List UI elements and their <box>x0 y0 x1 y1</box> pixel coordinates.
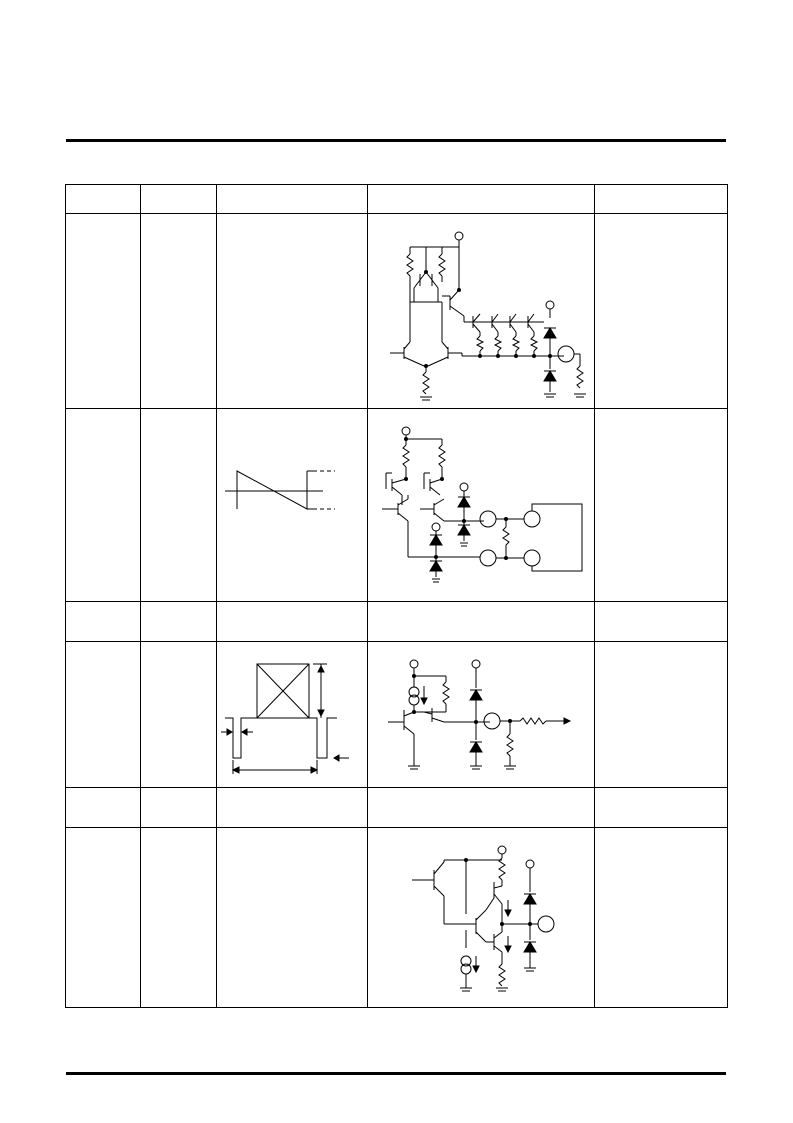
circuit-diagram-pulse-output <box>388 659 572 770</box>
bottom-rule <box>66 1072 726 1075</box>
sawtooth-waveform <box>225 470 335 510</box>
header-description <box>594 184 728 214</box>
table-row <box>65 408 728 602</box>
pin-number-cell <box>65 787 141 828</box>
table-row <box>65 213 728 409</box>
description-cell <box>594 601 728 642</box>
pin-number-cell <box>65 408 141 602</box>
circuit-cell <box>367 787 595 828</box>
table-row <box>65 641 728 788</box>
circuit-cell <box>367 827 595 1008</box>
pulse-waveform <box>221 663 349 774</box>
header-waveform <box>216 184 368 214</box>
waveform-cell <box>216 827 368 1008</box>
waveform-cell <box>216 408 368 602</box>
circuit-cell <box>367 408 595 602</box>
description-cell <box>594 641 728 788</box>
pin-name-cell <box>140 787 217 828</box>
waveform-cell <box>216 641 368 788</box>
pin-number-cell <box>65 641 141 788</box>
description-cell <box>594 213 728 409</box>
pin-description-table <box>65 184 728 1008</box>
table-row <box>65 787 728 828</box>
circuit-cell <box>367 213 595 409</box>
circuit-diagram-push-pull-output <box>412 845 555 992</box>
pin-number-cell <box>65 213 141 409</box>
pin-name-cell <box>140 408 217 602</box>
pin-name-cell <box>140 213 217 409</box>
pin-name-cell <box>140 641 217 788</box>
waveform-cell <box>216 601 368 642</box>
description-cell <box>594 827 728 1008</box>
circuit-cell <box>367 641 595 788</box>
pin-number-cell <box>65 601 141 642</box>
top-rule <box>66 139 726 142</box>
waveform-cell <box>216 213 368 409</box>
header-equivalent-circuit <box>367 184 595 214</box>
header-pin-no <box>65 184 141 214</box>
description-cell <box>594 408 728 602</box>
description-cell <box>594 787 728 828</box>
circuit-diagram-output-stage <box>390 231 586 401</box>
header-pin-name <box>140 184 217 214</box>
circuit-cell <box>367 601 595 642</box>
table-header-row <box>65 184 728 214</box>
circuit-diagram-differential-output <box>382 426 583 583</box>
table-row <box>65 827 728 1008</box>
pin-number-cell <box>65 827 141 1008</box>
pin-name-cell <box>140 601 217 642</box>
waveform-cell <box>216 787 368 828</box>
pin-name-cell <box>140 827 217 1008</box>
table-row <box>65 601 728 642</box>
